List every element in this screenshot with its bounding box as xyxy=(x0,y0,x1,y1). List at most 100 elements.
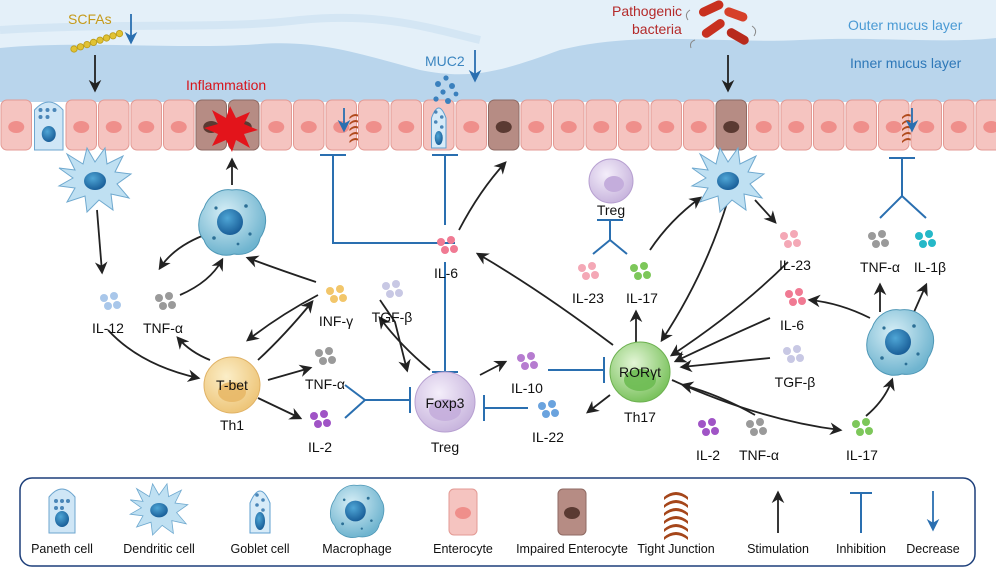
scfa-molecule xyxy=(89,38,98,47)
cytokine-il1b: IL-1β xyxy=(914,230,946,275)
cytokine-infg: INF-γ xyxy=(319,285,353,329)
impaired-enterocyte-icon xyxy=(557,488,587,536)
epithelial-cell-goblet xyxy=(423,99,455,151)
cytokine-label: INF-γ xyxy=(319,313,353,329)
epithelial-cell-ent xyxy=(683,99,715,151)
muc2-label: MUC2 xyxy=(425,53,465,69)
epithelial-cell-ent xyxy=(585,99,617,151)
cytokine-tnfa-left: TNF-α xyxy=(143,292,183,336)
tbet-label: T-bet xyxy=(216,377,248,393)
epithelial-cell-ent xyxy=(780,99,812,151)
cytokine-label: IL-12 xyxy=(92,320,124,336)
legend-label: Tight Junction xyxy=(637,542,714,556)
cytokine-il10: IL-10 xyxy=(511,352,543,396)
cytokine-label: IL-2 xyxy=(696,447,720,463)
epithelial-cell-ent xyxy=(618,99,650,151)
legend-label: Impaired Enterocyte xyxy=(516,542,628,556)
epithelial-cell-ent xyxy=(260,99,292,151)
cytokine-label: TGF-β xyxy=(775,374,816,390)
cytokine-il6-mid: IL-6 xyxy=(434,236,458,281)
inner-mucus-layer xyxy=(0,38,996,102)
treg-cell-top: Treg xyxy=(588,158,634,218)
th1-label: Th1 xyxy=(220,417,244,433)
legend-label: Decrease xyxy=(906,542,960,556)
epithelial-cell-ent xyxy=(293,99,325,151)
pathogenic-bacteria: Pathogenic bacteria xyxy=(612,0,757,49)
epithelial-cell-ent xyxy=(845,99,877,151)
epithelial-cell-ent xyxy=(98,99,130,151)
epithelial-cell-ent xyxy=(813,99,845,151)
cytokine-label: TNF-α xyxy=(860,259,900,275)
cytokine-label: TNF-α xyxy=(305,376,345,392)
th17-label: Th17 xyxy=(624,409,656,425)
foxp3-cell: Foxp3 Treg xyxy=(414,371,476,455)
epithelial-cell-ent xyxy=(520,99,552,151)
cytokine-il6-right: IL-6 xyxy=(780,288,806,333)
epithelial-cell-ent xyxy=(390,99,422,151)
cytokine-il2-bottom: IL-2 xyxy=(696,418,720,463)
cytokine-label: IL-1β xyxy=(914,259,946,275)
epithelial-cell-ent xyxy=(553,99,585,151)
rorgt-cell: RORγt Th17 xyxy=(609,341,671,425)
cytokine-label: IL-22 xyxy=(532,429,564,445)
epithelial-cell-impaired xyxy=(488,99,520,151)
outer-mucus-label: Outer mucus layer xyxy=(848,17,963,33)
cytokine-tgfb-right: TGF-β xyxy=(775,345,816,390)
cytokine-il2-th1: IL-2 xyxy=(308,410,332,455)
muc2-group: MUC2 xyxy=(425,53,465,104)
cytokine-label: IL-6 xyxy=(780,317,804,333)
epithelial-cell-ent xyxy=(943,99,975,151)
scfa-molecule xyxy=(115,29,124,38)
epithelial-cell-ent xyxy=(163,99,195,151)
dendritic-cell-right xyxy=(691,147,765,213)
scfas-label: SCFAs xyxy=(68,11,112,27)
epithelial-cell-ent xyxy=(910,99,942,151)
epithelial-cell-paneth xyxy=(34,101,64,151)
cytokine-label: IL-23 xyxy=(779,257,811,273)
cytokine-label: IL-17 xyxy=(846,447,878,463)
goblet-cell-icon xyxy=(249,490,271,534)
rorgt-label: RORγt xyxy=(619,364,661,380)
scfa-molecule xyxy=(76,43,85,51)
stimulation-arrows xyxy=(88,55,928,435)
dendritic-cell-left xyxy=(58,147,132,213)
scfa-molecule xyxy=(102,34,111,42)
cytokine-il23-left: IL-23 xyxy=(572,262,604,306)
epithelial-cell-ent xyxy=(748,99,780,151)
cytokine-il23-right: IL-23 xyxy=(779,230,811,273)
enterocyte-icon xyxy=(448,488,478,536)
pathogenic-label-1: Pathogenic xyxy=(612,3,682,19)
epithelial-cell-ent xyxy=(358,99,390,151)
scfa-molecule xyxy=(70,45,78,53)
epithelial-cell-ent xyxy=(130,99,162,151)
mucus-layers xyxy=(0,0,996,102)
tight-junction-icon xyxy=(664,492,688,540)
macrophage-icon xyxy=(329,484,385,538)
cytokine-il12: IL-12 xyxy=(92,292,124,336)
inner-mucus-label: Inner mucus layer xyxy=(850,55,962,71)
cytokine-label: IL-23 xyxy=(572,290,604,306)
scfa-molecule xyxy=(96,36,104,44)
paneth-cell-icon xyxy=(48,488,76,534)
cytokine-tnfa-right: TNF-α xyxy=(860,230,900,275)
tbet-cell: T-bet Th1 xyxy=(203,356,261,433)
epithelial-cell-ent xyxy=(650,99,682,151)
legend-label: Stimulation xyxy=(747,542,809,556)
macrophage-right xyxy=(866,309,935,376)
legend-label: Dendritic cell xyxy=(123,542,195,556)
scfa-chain: SCFAs xyxy=(68,11,124,53)
cytokine-il17-top: IL-17 xyxy=(626,262,658,306)
cytokine-il22: IL-22 xyxy=(532,400,564,445)
cytokine-tnfa-th1: TNF-α xyxy=(305,347,345,392)
epithelial-cell-ent xyxy=(975,99,996,151)
inflammation-label: Inflammation xyxy=(186,77,266,93)
scfa-molecule xyxy=(83,40,91,49)
cytokine-label: TNF-α xyxy=(143,320,183,336)
cytokine-il17-bottom: IL-17 xyxy=(846,418,878,463)
inhibition-icon xyxy=(850,492,872,533)
epithelial-cell-ent xyxy=(0,99,32,151)
legend-label: Goblet cell xyxy=(230,542,289,556)
